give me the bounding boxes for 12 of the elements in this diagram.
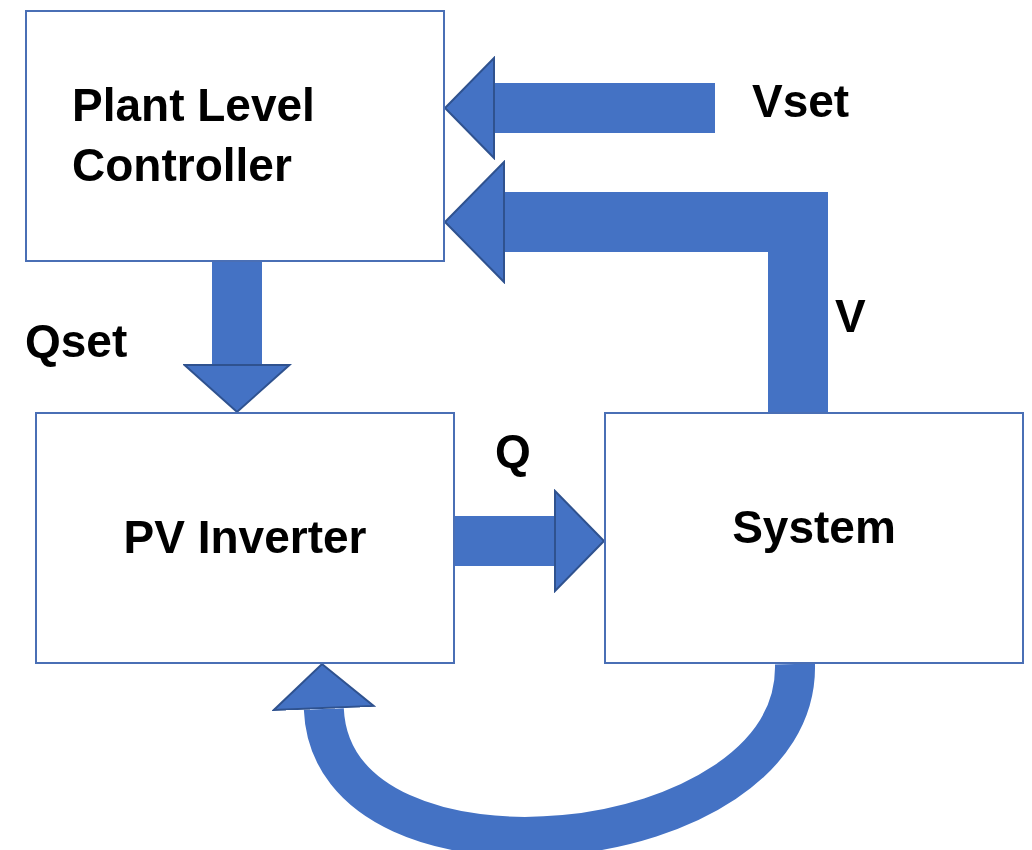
block-arrow [455, 490, 605, 592]
block-arrow [444, 161, 828, 412]
box-label: Plant Level Controller [72, 78, 316, 193]
process-box [604, 412, 1024, 664]
box-label: System [732, 500, 896, 556]
block-arrow [183, 262, 291, 413]
edge-label: V [835, 293, 866, 339]
process-box [25, 10, 445, 262]
box-label: PV Inverter [123, 510, 367, 566]
block-arrow [444, 57, 715, 159]
edge-label: Vset [752, 78, 850, 124]
process-box [35, 412, 455, 664]
